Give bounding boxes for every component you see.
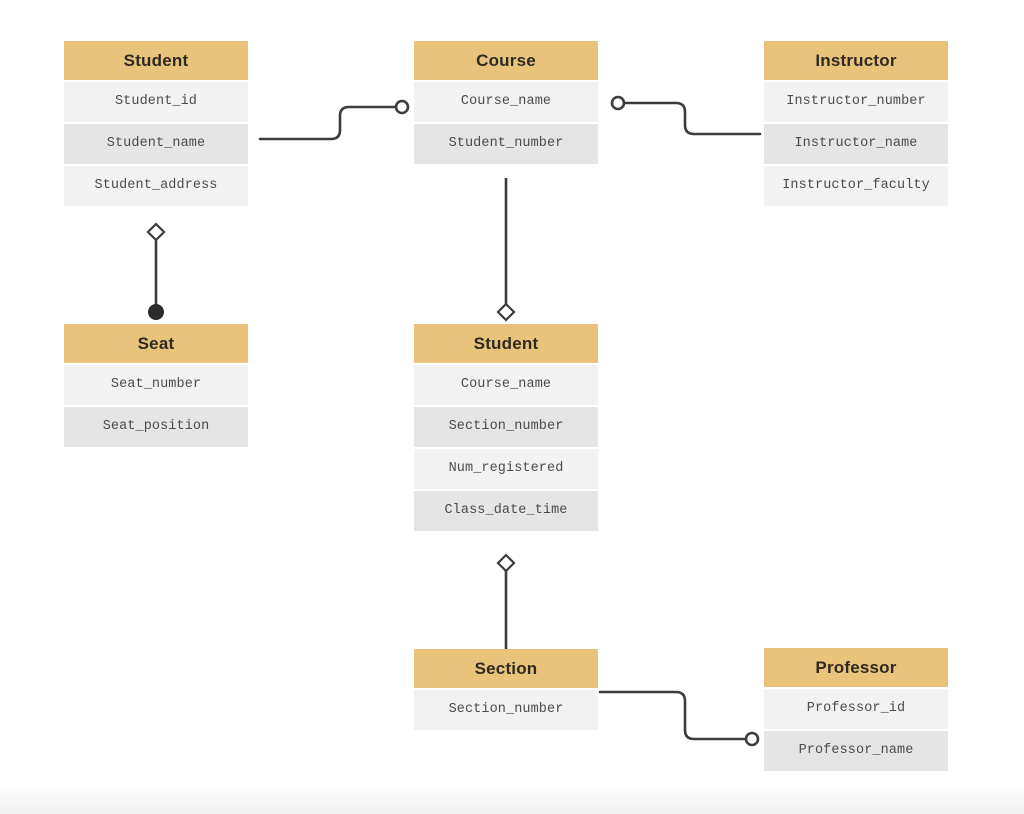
connector-endpoint-hollow-diamond [146,222,166,242]
entity-title: Section [414,649,598,688]
connector-student-top-to-seat [146,222,166,320]
connector-endpoint-hollow-circle [394,99,410,115]
entity-student-top[interactable]: Student Student_id Student_name Student_… [64,41,248,206]
connector-endpoint-hollow-diamond [496,553,516,573]
attribute-row[interactable]: Student_address [64,166,248,206]
attribute-row[interactable]: Course_name [414,365,598,405]
entity-professor[interactable]: Professor Professor_id Professor_name [764,648,948,771]
attribute-row[interactable]: Class_date_time [414,491,598,531]
entity-seat[interactable]: Seat Seat_number Seat_position [64,324,248,447]
entity-title: Instructor [764,41,948,80]
connector-student-top-to-course [258,99,410,141]
entity-section[interactable]: Section Section_number [414,649,598,730]
attribute-row[interactable]: Instructor_number [764,82,948,122]
connector-endpoint-filled-circle [148,304,164,320]
attribute-row[interactable]: Seat_number [64,365,248,405]
entity-title: Course [414,41,598,80]
entity-title: Student [64,41,248,80]
connector-student-middle-to-section [496,553,516,649]
entity-course[interactable]: Course Course_name Student_number [414,41,598,164]
connector-course-to-student-middle [496,178,516,322]
attribute-row[interactable]: Professor_id [764,689,948,729]
entity-title: Professor [764,648,948,687]
entity-instructor[interactable]: Instructor Instructor_number Instructor_… [764,41,948,206]
attribute-row[interactable]: Section_number [414,690,598,730]
connector-section-to-professor [598,690,760,747]
entity-student-middle[interactable]: Student Course_name Section_number Num_r… [414,324,598,531]
attribute-row[interactable]: Instructor_faculty [764,166,948,206]
bottom-strip [0,790,1024,814]
connector-endpoint-hollow-circle [610,95,626,111]
attribute-row[interactable]: Professor_name [764,731,948,771]
connector-endpoint-hollow-circle [744,731,760,747]
attribute-row[interactable]: Seat_position [64,407,248,447]
entity-title: Seat [64,324,248,363]
attribute-row[interactable]: Num_registered [414,449,598,489]
attribute-row[interactable]: Student_id [64,82,248,122]
connector-endpoint-hollow-diamond [496,302,516,322]
attribute-row[interactable]: Instructor_name [764,124,948,164]
attribute-row[interactable]: Course_name [414,82,598,122]
connector-course-to-instructor [610,95,762,136]
attribute-row[interactable]: Section_number [414,407,598,447]
attribute-row[interactable]: Student_name [64,124,248,164]
attribute-row[interactable]: Student_number [414,124,598,164]
entity-title: Student [414,324,598,363]
